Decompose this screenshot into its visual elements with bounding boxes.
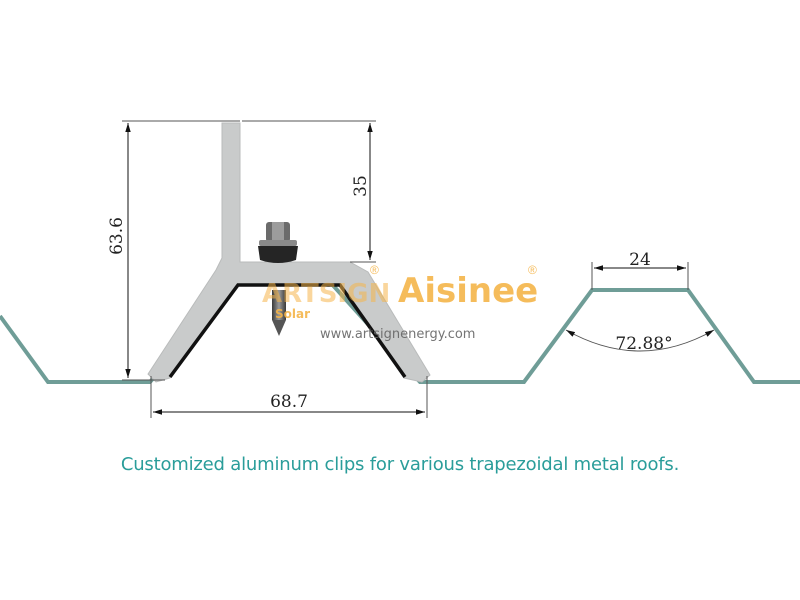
svg-text:®: ® [370, 263, 379, 277]
svg-text:63.6: 63.6 [107, 217, 127, 255]
svg-text:www.artsignenergy.com: www.artsignenergy.com [320, 327, 475, 342]
dimension-total-height: 63.6 [107, 120, 240, 381]
dimension-rib-top-width: 24 [591, 250, 689, 290]
svg-text:ARTSIGN: ARTSIGN [262, 279, 390, 309]
dimension-top-height: 35 [242, 120, 376, 263]
svg-text:72.88°: 72.88° [615, 334, 672, 354]
svg-text:Solar: Solar [275, 307, 310, 321]
aluminum-clip [147, 122, 431, 383]
svg-text:68.7: 68.7 [270, 392, 308, 412]
svg-text:Aisinee: Aisinee [398, 271, 538, 311]
rubber-gasket [168, 283, 407, 379]
dimension-rib-angle: 72.88° [565, 329, 715, 354]
svg-text:®: ® [528, 263, 537, 277]
self-drilling-screw [258, 222, 298, 336]
watermark: ARTSIGN Solar ® Aisinee ® www.artsignene… [262, 263, 538, 342]
diagram-caption: Customized aluminum clips for various tr… [120, 454, 680, 475]
svg-text:24: 24 [629, 250, 651, 270]
dimension-base-width: 68.7 [150, 376, 428, 418]
svg-text:35: 35 [351, 175, 371, 197]
